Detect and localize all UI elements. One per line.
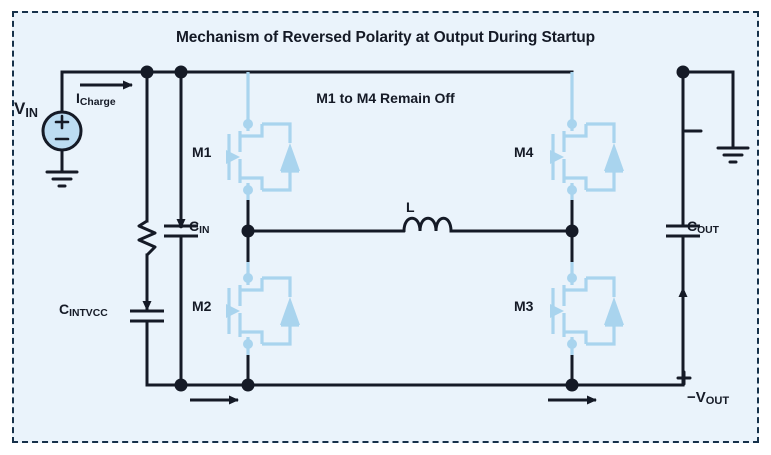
diagram-subtitle: M1 to M4 Remain Off <box>316 90 455 106</box>
label-cintvcc-main: C <box>59 301 70 317</box>
label-cintvcc-sub: INTVCC <box>69 308 108 320</box>
diagram-dashed-frame <box>12 11 759 443</box>
label-vin-main: V <box>14 99 26 118</box>
label-vout-main: −V <box>687 389 706 406</box>
label-cin-main: C <box>189 218 200 234</box>
label-i-charge-sub: Charge <box>79 97 116 109</box>
label-inductor: L <box>406 199 415 215</box>
label-m3: M3 <box>514 298 534 314</box>
label-cin: CIN <box>189 218 210 237</box>
label-cout-main: C <box>687 218 698 234</box>
label-i-charge-main: I <box>76 90 80 106</box>
label-cout-sub: OUT <box>697 225 719 237</box>
label-m4: M4 <box>514 144 534 160</box>
label-cintvcc: CINTVCC <box>59 301 108 320</box>
label-m2: M2 <box>192 298 212 314</box>
diagram-title: Mechanism of Reversed Polarity at Output… <box>175 29 596 46</box>
label-vin: VIN <box>14 99 38 120</box>
label-cin-sub: IN <box>199 225 210 237</box>
label-i-charge: ICharge <box>76 90 116 109</box>
label-vout-sub: OUT <box>705 395 730 408</box>
label-cout: COUT <box>687 218 719 237</box>
label-m1: M1 <box>192 144 212 160</box>
label-vin-sub: IN <box>25 105 38 120</box>
label-vout: −VOUT <box>687 389 730 408</box>
